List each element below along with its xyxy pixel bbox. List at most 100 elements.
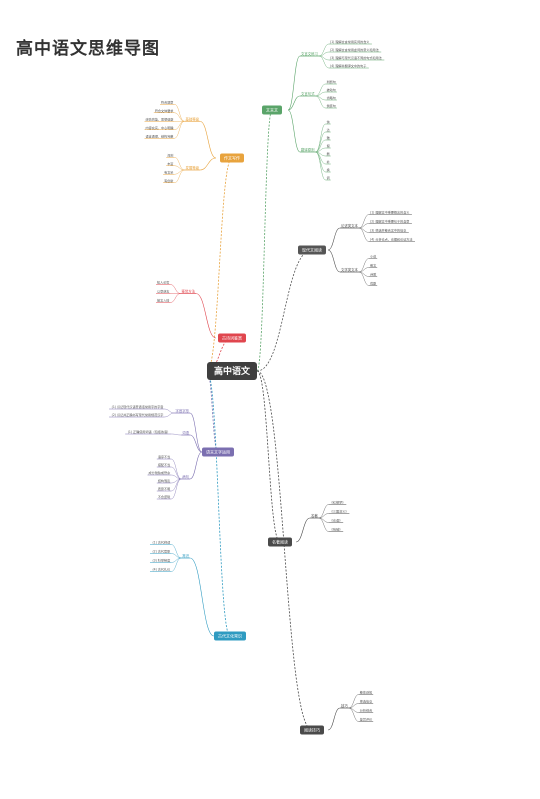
leaf-node[interactable]: (4) 理解并翻译文中的句子: [329, 63, 369, 69]
group-node[interactable]: 病句: [181, 474, 190, 480]
leaf-node[interactable]: 补: [325, 159, 331, 165]
connector-line: [287, 109, 301, 153]
leaf-node[interactable]: 符合文体要求: [153, 108, 175, 113]
leaf-node[interactable]: (1) 理解文中重要概念的含义: [369, 210, 412, 215]
group-node[interactable]: 基础等级: [184, 116, 200, 122]
group-node[interactable]: 文学类文本: [340, 267, 359, 273]
branch-node-language-use[interactable]: 语言文字运用: [202, 447, 234, 457]
leaf-node[interactable]: 散文: [369, 263, 378, 268]
leaf-node[interactable]: 《呐喊》: [328, 527, 344, 532]
leaf-node[interactable]: 丰富: [166, 161, 175, 166]
leaf-node[interactable]: (2) 理解文言常用虚词的意义和用法: [329, 47, 382, 53]
branch-node-masterpieces[interactable]: 名著阅读: [268, 537, 292, 547]
branch-node-ancient-knowledge[interactable]: 古代文化常识: [214, 631, 246, 641]
leaf-node[interactable]: (3) 理解与现代汉语不同的句式和用法: [329, 55, 385, 61]
leaf-node[interactable]: 符合题意: [160, 99, 175, 105]
group-node[interactable]: 名著: [310, 513, 319, 519]
connector-line: [358, 214, 370, 229]
leaf-node[interactable]: 内容充实，中心明确: [144, 125, 175, 130]
group-node[interactable]: 字音字形: [174, 408, 190, 414]
leaf-node[interactable]: 调: [325, 175, 331, 181]
leaf-node[interactable]: 判断句: [325, 79, 337, 85]
connector-line: [358, 267, 370, 273]
branch-node-modern-reading[interactable]: 现代文阅读: [298, 245, 326, 255]
leaf-node[interactable]: 《红楼梦》: [328, 500, 347, 505]
leaf-node[interactable]: 戏剧: [369, 281, 378, 286]
group-label: 鉴赏方法: [181, 289, 195, 294]
leaf-node[interactable]: 成分残缺或赘余: [147, 470, 172, 476]
leaf-node[interactable]: 小说: [369, 254, 378, 259]
leaf-node[interactable]: 感情真挚，思想健康: [144, 116, 175, 122]
leaf-node[interactable]: 披文入情: [156, 298, 171, 303]
leaf-node[interactable]: (1) 识记现代汉语普通话常用字的字音: [109, 404, 165, 410]
leaf-node[interactable]: 信: [325, 119, 331, 125]
leaf-node[interactable]: (1) 古代称谓: [149, 540, 172, 545]
leaf-label: 小说: [370, 254, 376, 259]
connector-line: [318, 513, 329, 519]
leaf-node[interactable]: 深刻: [166, 152, 175, 158]
leaf-node[interactable]: 诗歌: [369, 272, 378, 277]
connector-line: [206, 370, 219, 453]
group-node[interactable]: 常识: [181, 553, 190, 559]
group-node[interactable]: 词语: [181, 430, 190, 436]
leaf-node[interactable]: (1) 理解文言常用实词的含义: [329, 39, 372, 45]
branch-node-classical-chinese[interactable]: 文言文: [262, 105, 282, 115]
branch-node-essay-writing[interactable]: 作文写作: [220, 153, 244, 163]
leaf-node[interactable]: 达: [325, 127, 331, 133]
leaf-node[interactable]: 鉴赏评价: [358, 717, 374, 722]
leaf-label: 表意不明: [158, 486, 170, 491]
leaf-node[interactable]: 结构混乱: [156, 478, 172, 484]
leaf-node[interactable]: 省略句: [325, 95, 337, 101]
leaf-node[interactable]: 搭配不当: [156, 462, 172, 468]
group-node[interactable]: 文言文练习: [300, 51, 319, 57]
leaf-node[interactable]: 整体感知: [358, 690, 374, 695]
leaf-node[interactable]: 雅: [325, 135, 331, 141]
branch-box: [300, 725, 324, 735]
branch-node-reading-skills[interactable]: 阅读技巧: [300, 725, 324, 735]
leaf-node[interactable]: (2) 识记并正确书写现代常用规范汉字: [109, 412, 165, 418]
connector-line: [170, 293, 181, 303]
leaf-node[interactable]: 换: [325, 167, 331, 173]
group-node[interactable]: 技巧: [340, 703, 349, 709]
leaf-node[interactable]: (4) 古代礼仪: [149, 567, 172, 572]
leaf-node[interactable]: 语序不当: [156, 454, 172, 460]
leaf-node[interactable]: 有文采: [163, 169, 175, 175]
leaf-node[interactable]: 删: [325, 151, 331, 157]
group-node[interactable]: 鉴赏方法: [180, 289, 196, 294]
leaf-node[interactable]: 以意逆志: [156, 289, 171, 294]
leaf-node[interactable]: 表意不明: [156, 486, 172, 492]
leaf-node[interactable]: (2) 理解文中重要句子的含意: [369, 219, 412, 224]
leaf-node[interactable]: 不合逻辑: [156, 494, 172, 500]
leaf-label: 整体感知: [360, 690, 372, 695]
group-node[interactable]: 翻译原则: [300, 147, 316, 153]
leaf-node[interactable]: 留: [325, 143, 331, 149]
leaf-node[interactable]: 知人论世: [156, 280, 171, 285]
leaf-node[interactable]: (3) 筛选并整合文中的信息: [369, 228, 409, 233]
connector-line: [327, 707, 341, 731]
group-label: 基础等级: [185, 116, 199, 121]
connector-line: [164, 412, 175, 418]
center-node[interactable]: 高中语文: [207, 362, 257, 380]
leaf-label: 内容充实，中心明确: [146, 125, 174, 130]
leaf-label: 达: [327, 127, 330, 132]
leaf-node[interactable]: 倒装句: [325, 103, 337, 109]
group-node[interactable]: 论述类文本: [340, 223, 359, 229]
connector-line: [206, 337, 233, 372]
leaf-node[interactable]: (3) 科举制度: [149, 558, 172, 563]
leaf-node[interactable]: (2) 古代官职: [149, 549, 172, 554]
leaf-node[interactable]: 有创新: [163, 178, 175, 183]
leaf-node[interactable]: (1) 正确使用词语（包括熟语）: [125, 429, 172, 435]
leaf-node[interactable]: 《论语》: [328, 518, 344, 523]
leaf-node[interactable]: 筛选信息: [358, 699, 374, 704]
leaf-node[interactable]: 《三国演义》: [328, 509, 350, 514]
group-node[interactable]: 发展等级: [184, 165, 200, 171]
group-node[interactable]: 文言句式: [300, 91, 316, 97]
branch-node-ancient-poetry[interactable]: 古诗词鉴赏: [218, 333, 246, 343]
leaf-node[interactable]: 语言通顺，结构完整: [144, 133, 175, 139]
connector-line: [315, 123, 326, 153]
leaf-node[interactable]: 被动句: [325, 87, 337, 93]
connector-line: [174, 165, 185, 171]
leaf-node[interactable]: (4) 分析论点、论据和论证方法: [369, 237, 416, 242]
branch-box: [214, 631, 246, 641]
leaf-node[interactable]: 分析综合: [358, 708, 374, 713]
